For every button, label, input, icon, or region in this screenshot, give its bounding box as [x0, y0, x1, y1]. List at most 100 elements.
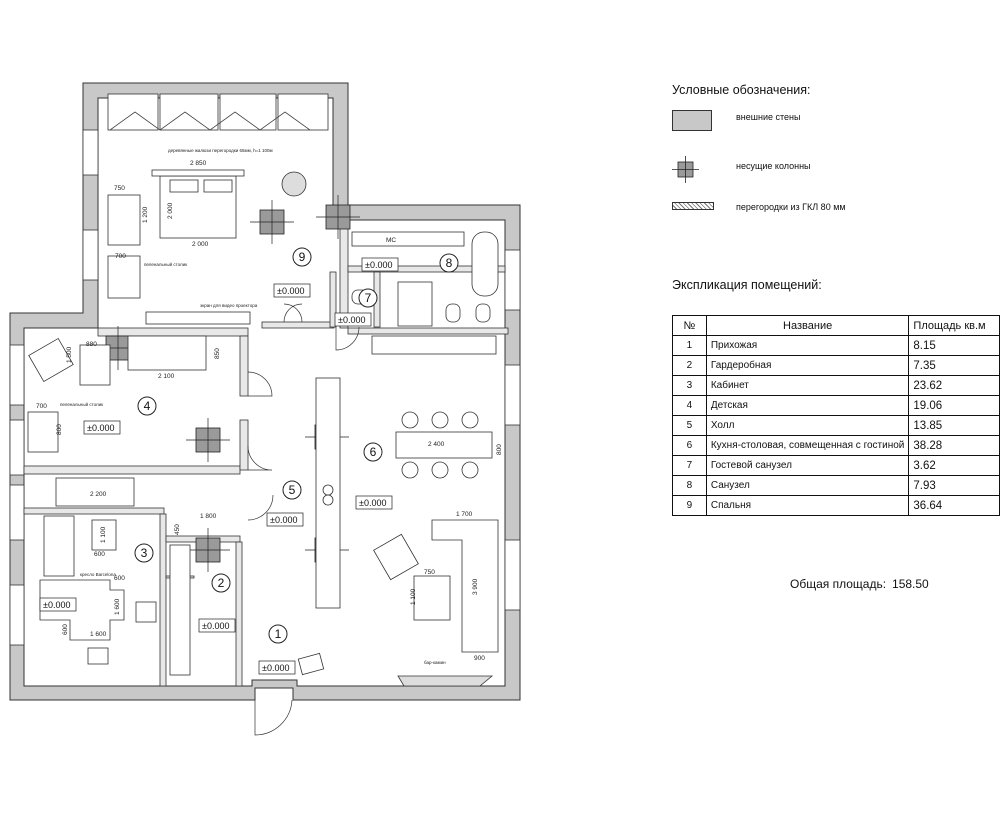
louvre-partition	[109, 111, 311, 131]
row-no: 1	[672, 335, 707, 356]
dim-label: 2 200	[90, 491, 107, 498]
row-area: 23.62	[908, 375, 1000, 396]
total-area: Общая площадь: 158.50	[790, 577, 929, 591]
total-area-value: 158.50	[892, 577, 929, 591]
row-no: 8	[672, 475, 707, 496]
col-header-area: Площадь кв.м	[908, 315, 1000, 336]
dim-label: 1 800	[200, 513, 217, 520]
row-no: 5	[672, 415, 707, 436]
dim-label: 750	[114, 185, 125, 192]
row-area: 3.62	[908, 455, 1000, 476]
level-mark-1: ±0.000	[262, 663, 289, 673]
level-mark-9: ±0.000	[277, 286, 304, 296]
legend-column-swatch	[672, 156, 699, 183]
col-header-no: №	[672, 315, 707, 336]
level-mark-7: ±0.000	[338, 315, 365, 325]
level-mark-4: ±0.000	[87, 423, 114, 433]
explication-header-row: № Название Площадь кв.м	[672, 315, 1000, 336]
legend-partition-swatch	[672, 202, 714, 210]
level-mark-8: ±0.000	[365, 260, 392, 270]
dim-label: 600	[62, 624, 69, 635]
explication-title: Экспликация помещений:	[672, 278, 822, 292]
dim-label: 1 100	[100, 526, 107, 543]
dim-label: 600	[114, 575, 125, 582]
annotation-bar-fireplace: бар-камин	[424, 660, 446, 665]
interior-partitions	[23, 217, 509, 687]
row-name: Гардеробная	[705, 355, 910, 376]
row-no: 9	[672, 495, 707, 516]
room-number-2: 2	[218, 576, 225, 590]
level-mark-3: ±0.000	[43, 600, 70, 610]
legend-partitions-label: перегородки из ГКЛ 80 мм	[736, 202, 846, 212]
row-name: Прихожая	[705, 335, 910, 356]
room-number-circles	[134, 247, 459, 644]
dim-label: 2 000	[192, 241, 209, 248]
dim-label: 1 500	[66, 346, 73, 363]
dim-label: 800	[496, 444, 503, 455]
dim-label: 1 100	[410, 588, 417, 605]
room-number-4: 4	[144, 399, 151, 413]
dim-label: 850	[214, 348, 221, 359]
row-no: 4	[672, 395, 707, 416]
legend-columns-label: несущие колонны	[736, 161, 811, 171]
dim-label: МС	[386, 237, 396, 244]
total-area-label: Общая площадь:	[790, 577, 887, 591]
dim-label: 800	[56, 424, 63, 435]
dim-label: 600	[94, 551, 105, 558]
legend-walls-swatch	[672, 110, 712, 131]
dim-label: 900	[474, 655, 485, 662]
row-area: 8.15	[908, 335, 1000, 356]
row-no: 2	[672, 355, 707, 376]
annotation-barcelona-chair: кресло Barcelona	[80, 572, 116, 577]
room-number-9: 9	[299, 250, 306, 264]
level-mark-6: ±0.000	[359, 498, 386, 508]
row-name: Детская	[705, 395, 910, 416]
level-mark-2: ±0.000	[202, 621, 229, 631]
doors	[247, 303, 360, 736]
row-area: 13.85	[908, 415, 1000, 436]
dim-label: 700	[36, 403, 47, 410]
room-number-3: 3	[141, 546, 148, 560]
row-name: Кухня-столовая, совмещенная с гостиной	[705, 435, 910, 456]
row-no: 3	[672, 375, 707, 396]
dim-label: 750	[424, 569, 435, 576]
row-area: 7.35	[908, 355, 1000, 376]
dim-label: 450	[174, 524, 181, 535]
row-no: 6	[672, 435, 707, 456]
row-area: 38.28	[908, 435, 1000, 456]
dim-label: 2 000	[167, 202, 174, 219]
row-name: Холл	[705, 415, 910, 436]
dim-label: 2 850	[190, 160, 207, 167]
level-mark-5: ±0.000	[270, 515, 297, 525]
windows	[9, 93, 521, 646]
annotation-louvre: деревянные жалюзи перегородки 65мм, h=1 …	[168, 148, 273, 153]
dim-label: 1 600	[114, 598, 121, 615]
legend-title: Условные обозначения:	[672, 83, 811, 97]
row-area: 36.64	[908, 495, 1000, 516]
col-header-name: Название	[705, 315, 910, 336]
row-no: 7	[672, 455, 707, 476]
row-area: 19.06	[908, 395, 1000, 416]
row-name: Санузел	[705, 475, 910, 496]
annotation-projector-screen: экран для видео проектора	[200, 303, 258, 308]
dim-label: 880	[86, 341, 97, 348]
row-name: Кабинет	[705, 375, 910, 396]
room-number-5: 5	[289, 483, 296, 497]
dim-label: 700	[115, 253, 126, 260]
room-number-1: 1	[275, 627, 282, 641]
row-area: 7.93	[908, 475, 1000, 496]
room-number-8: 8	[446, 256, 453, 270]
annotation-changing-table-2: пеленальный столик	[60, 401, 103, 407]
row-name: Спальня	[705, 495, 910, 516]
legend-walls-label: внешние стены	[736, 112, 801, 122]
